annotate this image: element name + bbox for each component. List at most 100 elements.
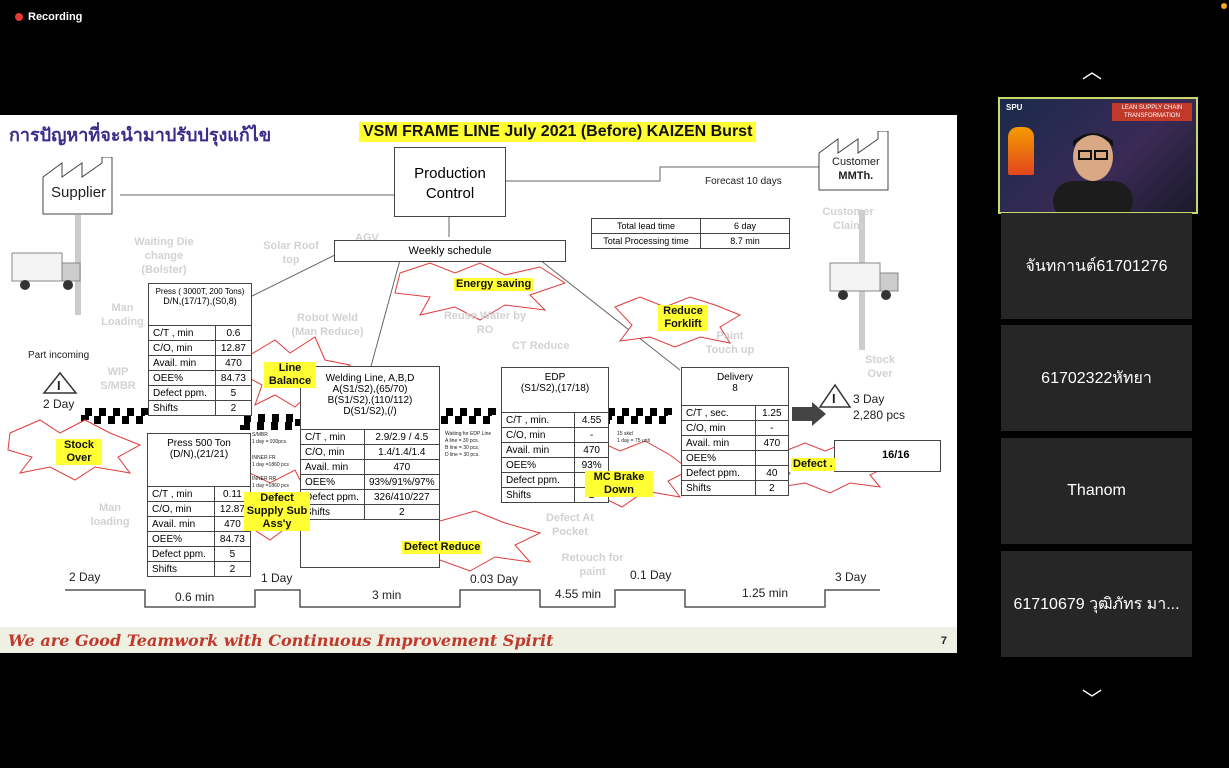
svg-text:I: I — [57, 378, 61, 393]
metric-label: Shifts — [681, 480, 756, 496]
burst-label-mc-brake: MC Brake Down — [585, 471, 653, 497]
timeline-min-3: 4.55 min — [555, 587, 602, 601]
metric-value: 470 — [214, 355, 253, 371]
metric-label: OEE% — [681, 450, 756, 466]
delivery-sub: 8 — [732, 383, 738, 394]
ghost-label-defect-pocket: Defect At Pocket — [546, 512, 594, 538]
table-row: C/O, min- — [500, 427, 609, 443]
pc-label-1: Production — [414, 165, 486, 182]
participant-name: Thanom — [1067, 482, 1126, 499]
speaker-video-tile[interactable]: SPU LEAN SUPPLY CHAIN TRANSFORMATION — [998, 97, 1198, 214]
table-row: C/O, min- — [681, 420, 790, 436]
record-dot-icon — [15, 13, 23, 21]
timeline-day-2: 1 Day — [261, 571, 293, 585]
schedule-to-delivery-line — [539, 259, 681, 371]
metric-label: C/T , min — [300, 429, 365, 445]
customer-label-1: Customer — [832, 156, 880, 168]
metric-label: Shifts — [300, 504, 365, 520]
participant-tile-4[interactable]: 61710679 วุฒิภัทร มา... — [1001, 551, 1192, 657]
table-row: C/T , sec.1.25 — [681, 405, 790, 421]
customer-factory-icon — [818, 131, 889, 191]
participant-tile-3[interactable]: Thanom — [1001, 438, 1192, 544]
metric-label: C/T , sec. — [681, 405, 756, 421]
table-row: C/T , min.4.55 — [500, 412, 609, 428]
metric-value: 4.55 — [574, 412, 609, 428]
metric-label: C/O, min — [148, 340, 216, 356]
metric-label: Avail. min — [147, 516, 215, 532]
schedule-to-press-line — [249, 249, 346, 298]
metric-label: C/O, min — [681, 420, 756, 436]
metric-label: Avail. min — [300, 459, 365, 475]
customer-ratio: 16/16 — [882, 449, 910, 461]
slide-page-number: 7 — [940, 635, 947, 647]
burst-label-stock-over: Stock Over — [56, 439, 102, 465]
event-graphic — [1008, 127, 1034, 175]
table-row: OEE% — [681, 450, 790, 466]
participant-tile-2[interactable]: 61702322หัทยา — [1001, 325, 1192, 431]
ghost-label-die-change: Waiting Die change (Bolster) — [134, 236, 194, 276]
metric-value — [754, 450, 790, 466]
slide-thai-title: การปัญหาที่จะนำมาปรับปรุงแก้ไข — [9, 125, 272, 145]
inventory-triangle-right — [818, 383, 852, 408]
press3000-sub: D/N,(17/17),(S0,8) — [163, 296, 237, 306]
schedule-to-weld-line — [369, 259, 401, 371]
metric-value: 1.4/1.4/1.4 — [363, 444, 441, 460]
ghost-label-ct-reduce: CT Reduce — [512, 340, 570, 352]
burst-label-energy: Energy saving — [454, 278, 534, 291]
ghost-label-paint: Paint Touch up — [705, 330, 755, 356]
metric-value: 470 — [574, 442, 609, 458]
welding-line-b: B(S1/S2),(110/112) — [327, 395, 413, 406]
note-inner-fr: INNER FR 1 day =1860 pcs — [252, 455, 289, 468]
metric-value: 2 — [363, 504, 441, 520]
timeline-min-4: 1.25 min — [742, 586, 789, 600]
participant-tile-1[interactable]: จันทกานต์61701276 — [1001, 213, 1192, 319]
metric-label: C/O, min — [500, 427, 576, 443]
metric-label: OEE% — [148, 370, 216, 386]
scroll-down-chevron-icon[interactable]: ﹀ — [1082, 689, 1102, 711]
lead-time-ladder — [65, 589, 880, 608]
metric-value: - — [574, 427, 609, 443]
metric-label: Shifts — [500, 487, 576, 503]
metric-label: OEE% — [147, 531, 215, 547]
metric-value: 40 — [754, 465, 790, 481]
metric-value: 5 — [213, 546, 252, 562]
supplier-truck-icon — [11, 252, 81, 290]
metric-label: Defect ppm. — [147, 546, 215, 562]
metric-label: OEE% — [300, 474, 365, 490]
table-row: OEE%84.73 — [147, 531, 252, 547]
timeline-min-1: 0.6 min — [175, 590, 215, 604]
metric-label: C/T , min. — [500, 412, 576, 428]
metric-label: Defect ppm. — [681, 465, 756, 481]
burst-label-defect-reduce: Defect Reduce — [402, 541, 483, 554]
welding-line-d: D(S1/S2),(/) — [343, 406, 397, 417]
metric-label: Defect ppm. — [300, 489, 365, 505]
press500-sub: (D/N),(21/21) — [169, 449, 229, 460]
customer-ratio-box: 16/16 — [834, 440, 941, 472]
note-skid: 15 skid 1 day = 75 unit — [617, 431, 650, 444]
ghost-label-man-loading: Man Loading — [101, 302, 144, 328]
timeline-day-1: 2 Day — [69, 570, 101, 584]
metric-value: 2.9/2.9 / 4.5 — [363, 429, 441, 445]
processing-time-value: 8.7 min — [700, 233, 790, 249]
ghost-label-wip: WIP S/MBR — [100, 366, 136, 392]
scroll-up-chevron-icon[interactable]: ︿ — [1082, 61, 1102, 83]
metric-label: Shifts — [147, 561, 215, 577]
metric-value: 470 — [754, 435, 790, 451]
burst-label-defect-dot: Defect . — [791, 458, 835, 471]
recording-label: Recording — [28, 11, 83, 23]
svg-text:I: I — [832, 391, 836, 406]
timeline-day-4: 0.1 Day — [630, 568, 672, 582]
